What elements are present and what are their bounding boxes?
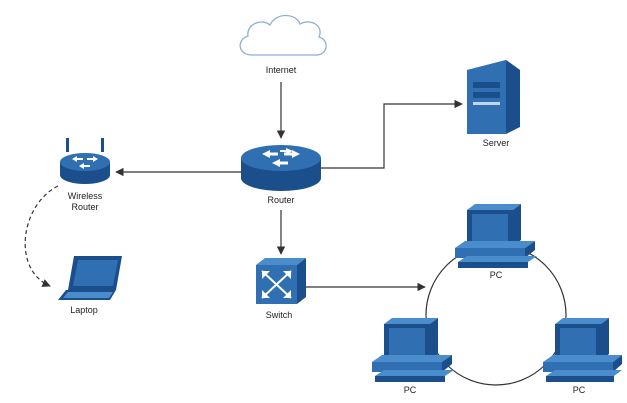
wireless-router-node: Wireless Router [60, 138, 110, 212]
server-node: Server [467, 60, 520, 148]
switch-node: Switch [256, 258, 306, 320]
switch-label: Switch [266, 310, 293, 320]
pc-top-node: PC [455, 204, 537, 280]
router-label: Router [267, 195, 294, 205]
link-wireless-laptop [24, 185, 59, 287]
wireless-router-label-line2: Router [71, 202, 98, 212]
switch-icon [256, 258, 306, 304]
internet-label: Internet [266, 65, 297, 75]
wireless-router-label-line1: Wireless [68, 191, 103, 201]
pc-icon [455, 204, 537, 268]
cloud-icon [239, 14, 327, 56]
pc-icon [372, 318, 454, 382]
wireless-router-icon [60, 138, 110, 184]
server-label: Server [483, 138, 510, 148]
link-router-server [321, 99, 463, 169]
laptop-icon [58, 256, 122, 300]
laptop-node: Laptop [58, 256, 122, 315]
internet-node: Internet [239, 14, 327, 75]
laptop-label: Laptop [70, 305, 98, 315]
pc-top-label: PC [490, 270, 503, 280]
connections [24, 82, 567, 386]
pc-right-node: PC [543, 318, 622, 395]
router-node: Router [241, 145, 321, 205]
router-icon [241, 145, 321, 191]
pc-right-label: PC [573, 385, 586, 395]
server-icon [467, 60, 520, 134]
pc-left-node: PC [372, 318, 454, 395]
pc-icon [543, 318, 622, 382]
pc-left-label: PC [404, 385, 417, 395]
